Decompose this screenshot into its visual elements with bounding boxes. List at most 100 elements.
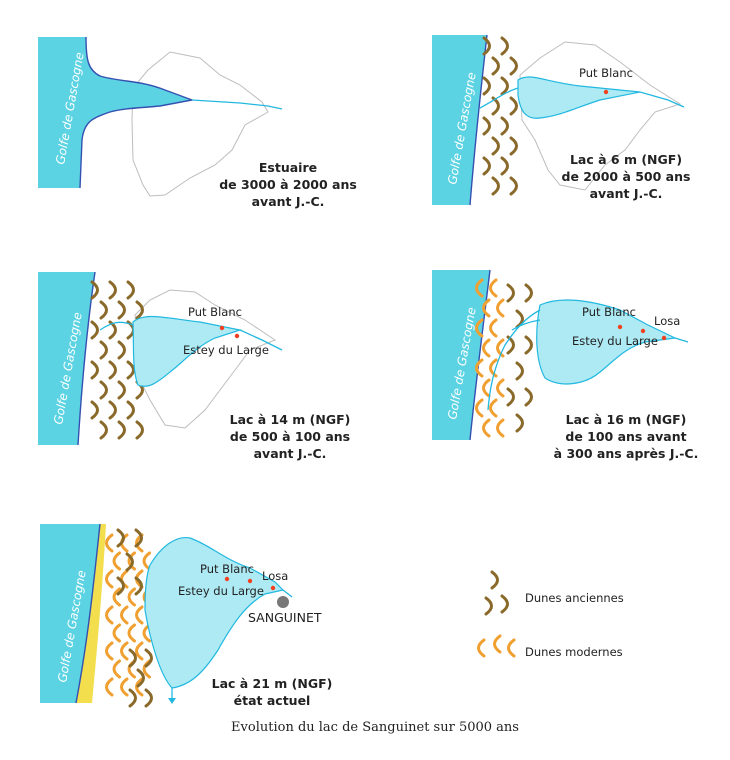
panel-caption: avant J.-C. xyxy=(252,194,325,209)
modern-dune-mark xyxy=(493,634,502,654)
old-dune-mark xyxy=(116,576,125,596)
old-dune-mark xyxy=(134,576,143,596)
place-dot xyxy=(224,576,230,582)
lake xyxy=(132,315,243,387)
modern-dune-mark xyxy=(475,358,484,378)
modern-dunes-icon xyxy=(477,634,516,658)
old-dunes-icon xyxy=(484,570,509,616)
modern-dune-mark xyxy=(112,551,121,571)
modern-dune-mark xyxy=(489,278,498,298)
old-dune-mark xyxy=(144,688,153,708)
old-dune-mark xyxy=(506,387,515,407)
old-dune-mark xyxy=(99,380,108,400)
old-dune-mark xyxy=(500,36,509,56)
old-dune-mark xyxy=(136,668,145,688)
old-dune-mark xyxy=(126,400,135,420)
modern-dune-mark xyxy=(496,338,505,358)
old-dune-mark xyxy=(126,360,135,380)
panel-caption: Lac à 6 m (NGF) xyxy=(570,152,682,167)
legend-label: Dunes modernes xyxy=(525,645,623,659)
place-label: Put Blanc xyxy=(188,305,242,319)
modern-dune-mark xyxy=(142,551,151,571)
modern-dune-mark xyxy=(482,378,491,398)
modern-dune-mark xyxy=(142,659,151,679)
place-dot xyxy=(617,324,623,330)
modern-dune-mark xyxy=(507,638,516,658)
modern-dune-mark xyxy=(482,418,491,438)
panel-caption: de 2000 à 500 ans xyxy=(562,169,691,184)
panel-caption: de 500 à 100 ans xyxy=(230,429,350,444)
panel-lake-6m: Put Blanc Golfe de Gascogne Lac à 6 m (N… xyxy=(432,34,691,206)
old-dune-mark xyxy=(524,335,533,355)
old-dune-mark xyxy=(90,320,99,340)
modern-dune-mark xyxy=(475,398,484,418)
modern-dune-mark xyxy=(135,677,144,697)
panel-caption: état actuel xyxy=(234,693,311,708)
place-dot xyxy=(603,89,609,95)
figure-caption: Evolution du lac de Sanguinet sur 5000 a… xyxy=(231,720,519,735)
modern-dune-mark xyxy=(105,641,114,661)
old-dune-mark xyxy=(491,176,500,196)
legend-label: Dunes anciennes xyxy=(525,591,624,605)
panel-caption: Estuaire xyxy=(259,160,317,175)
place-dot xyxy=(661,335,667,341)
modern-dune-mark xyxy=(489,318,498,338)
place-label: Estey du Large xyxy=(178,584,264,598)
old-dune-mark xyxy=(509,56,518,76)
old-dune-mark xyxy=(99,420,108,440)
modern-dune-mark xyxy=(112,623,121,643)
old-dunes xyxy=(482,36,518,196)
old-dune-mark xyxy=(500,76,509,96)
panel-caption: Lac à 21 m (NGF) xyxy=(212,676,333,691)
dunes xyxy=(475,278,533,438)
old-dune-mark xyxy=(90,400,99,420)
panel-lake-16m: Put Blanc Losa Estey du Large Golfe de G… xyxy=(432,269,698,461)
river xyxy=(191,99,283,110)
sanguinet-town-icon xyxy=(277,596,289,608)
modern-dune-mark xyxy=(120,605,129,625)
old-dune-mark xyxy=(90,360,99,380)
old-dune-mark xyxy=(126,280,135,300)
modern-dune-mark xyxy=(127,551,136,571)
modern-dune-mark xyxy=(482,338,491,358)
panel-caption: Lac à 14 m (NGF) xyxy=(230,412,351,427)
legend: Dunes anciennes Dunes modernes xyxy=(477,570,624,659)
modern-dune-mark xyxy=(105,677,114,697)
panel-caption: avant J.-C. xyxy=(254,446,327,461)
old-dune-mark xyxy=(135,300,144,320)
place-label: Losa xyxy=(654,314,680,328)
modern-dune-mark xyxy=(135,605,144,625)
lake xyxy=(536,299,678,385)
basin-outline xyxy=(131,51,269,197)
old-dune-mark xyxy=(482,36,491,56)
outflow-arrow-icon xyxy=(168,698,176,704)
place-dot xyxy=(234,333,240,339)
place-dot xyxy=(247,578,253,584)
modern-dune-mark xyxy=(135,641,144,661)
modern-dune-mark xyxy=(496,298,505,318)
modern-dune-mark xyxy=(105,569,114,589)
modern-dune-mark xyxy=(120,677,129,697)
modern-dune-mark xyxy=(112,587,121,607)
old-dune-mark xyxy=(125,552,134,572)
modern-dune-mark xyxy=(127,623,136,643)
old-dune-mark xyxy=(500,594,509,614)
old-dune-mark xyxy=(90,280,99,300)
panel-caption: de 3000 à 2000 ans xyxy=(219,177,357,192)
old-dune-mark xyxy=(128,688,137,708)
panel-caption: avant J.-C. xyxy=(590,186,663,201)
modern-dune-mark xyxy=(105,605,114,625)
place-label: Losa xyxy=(262,569,288,583)
modern-dune-mark xyxy=(489,398,498,418)
place-dot xyxy=(270,585,276,591)
old-dune-mark xyxy=(482,156,491,176)
panel-lake-21m: Put Blanc Losa Estey du Large SANGUINET … xyxy=(40,523,333,708)
old-dune-mark xyxy=(117,300,126,320)
old-dune-mark xyxy=(108,360,117,380)
panel-caption: Lac à 16 m (NGF) xyxy=(566,412,687,427)
modern-dune-mark xyxy=(475,278,484,298)
old-dune-mark xyxy=(500,156,509,176)
place-dot xyxy=(219,325,225,331)
old-dune-mark xyxy=(515,309,524,329)
old-dunes xyxy=(90,280,144,440)
